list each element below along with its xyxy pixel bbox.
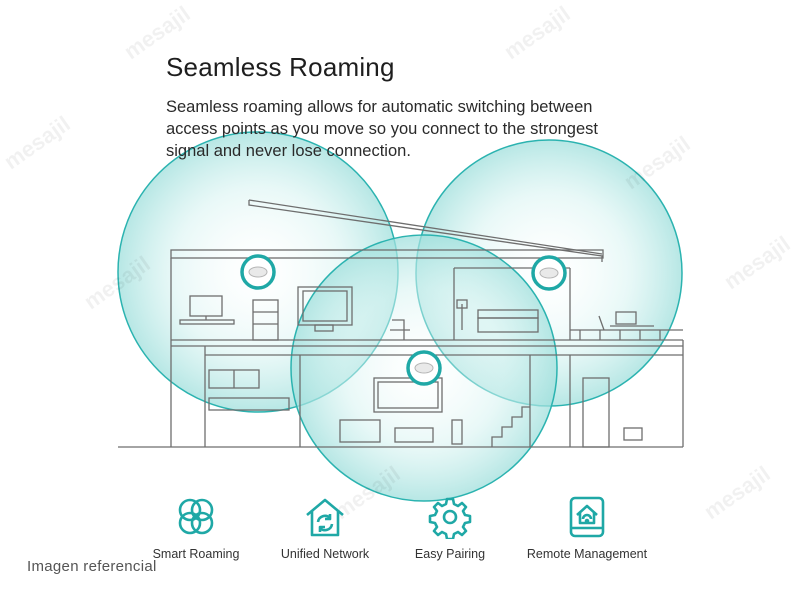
easy-pairing-icon	[428, 497, 472, 539]
feature-label: Smart Roaming	[152, 547, 240, 561]
description-line: access points as you move so you connect…	[166, 120, 598, 138]
access-point-right	[531, 255, 567, 291]
description-line: signal and never lose connection.	[166, 142, 411, 160]
page-description: Seamless roaming allows for automatic sw…	[166, 96, 636, 162]
reference-image-caption: Imagen referencial	[27, 558, 157, 575]
feature-remote-management: Remote Management	[507, 495, 667, 561]
description-line: Seamless roaming allows for automatic sw…	[166, 98, 593, 116]
page-title: Seamless Roaming	[166, 52, 395, 82]
feature-easy-pairing: Easy Pairing	[370, 495, 530, 561]
smart-roaming-icon	[178, 498, 214, 535]
feature-label: Unified Network	[280, 547, 370, 561]
feature-label: Remote Management	[526, 547, 648, 561]
access-point-center	[406, 350, 442, 386]
access-point-left	[240, 254, 276, 290]
feature-unified-network: Unified Network	[245, 495, 405, 561]
feature-smart-roaming: Smart Roaming	[116, 495, 276, 561]
house-outline	[118, 199, 684, 448]
unified-network-icon	[306, 498, 344, 537]
feature-label: Easy Pairing	[414, 547, 486, 561]
feature-list: Smart Roaming Unified Network Easy Pairi…	[0, 495, 800, 565]
remote-management-icon	[569, 496, 605, 538]
